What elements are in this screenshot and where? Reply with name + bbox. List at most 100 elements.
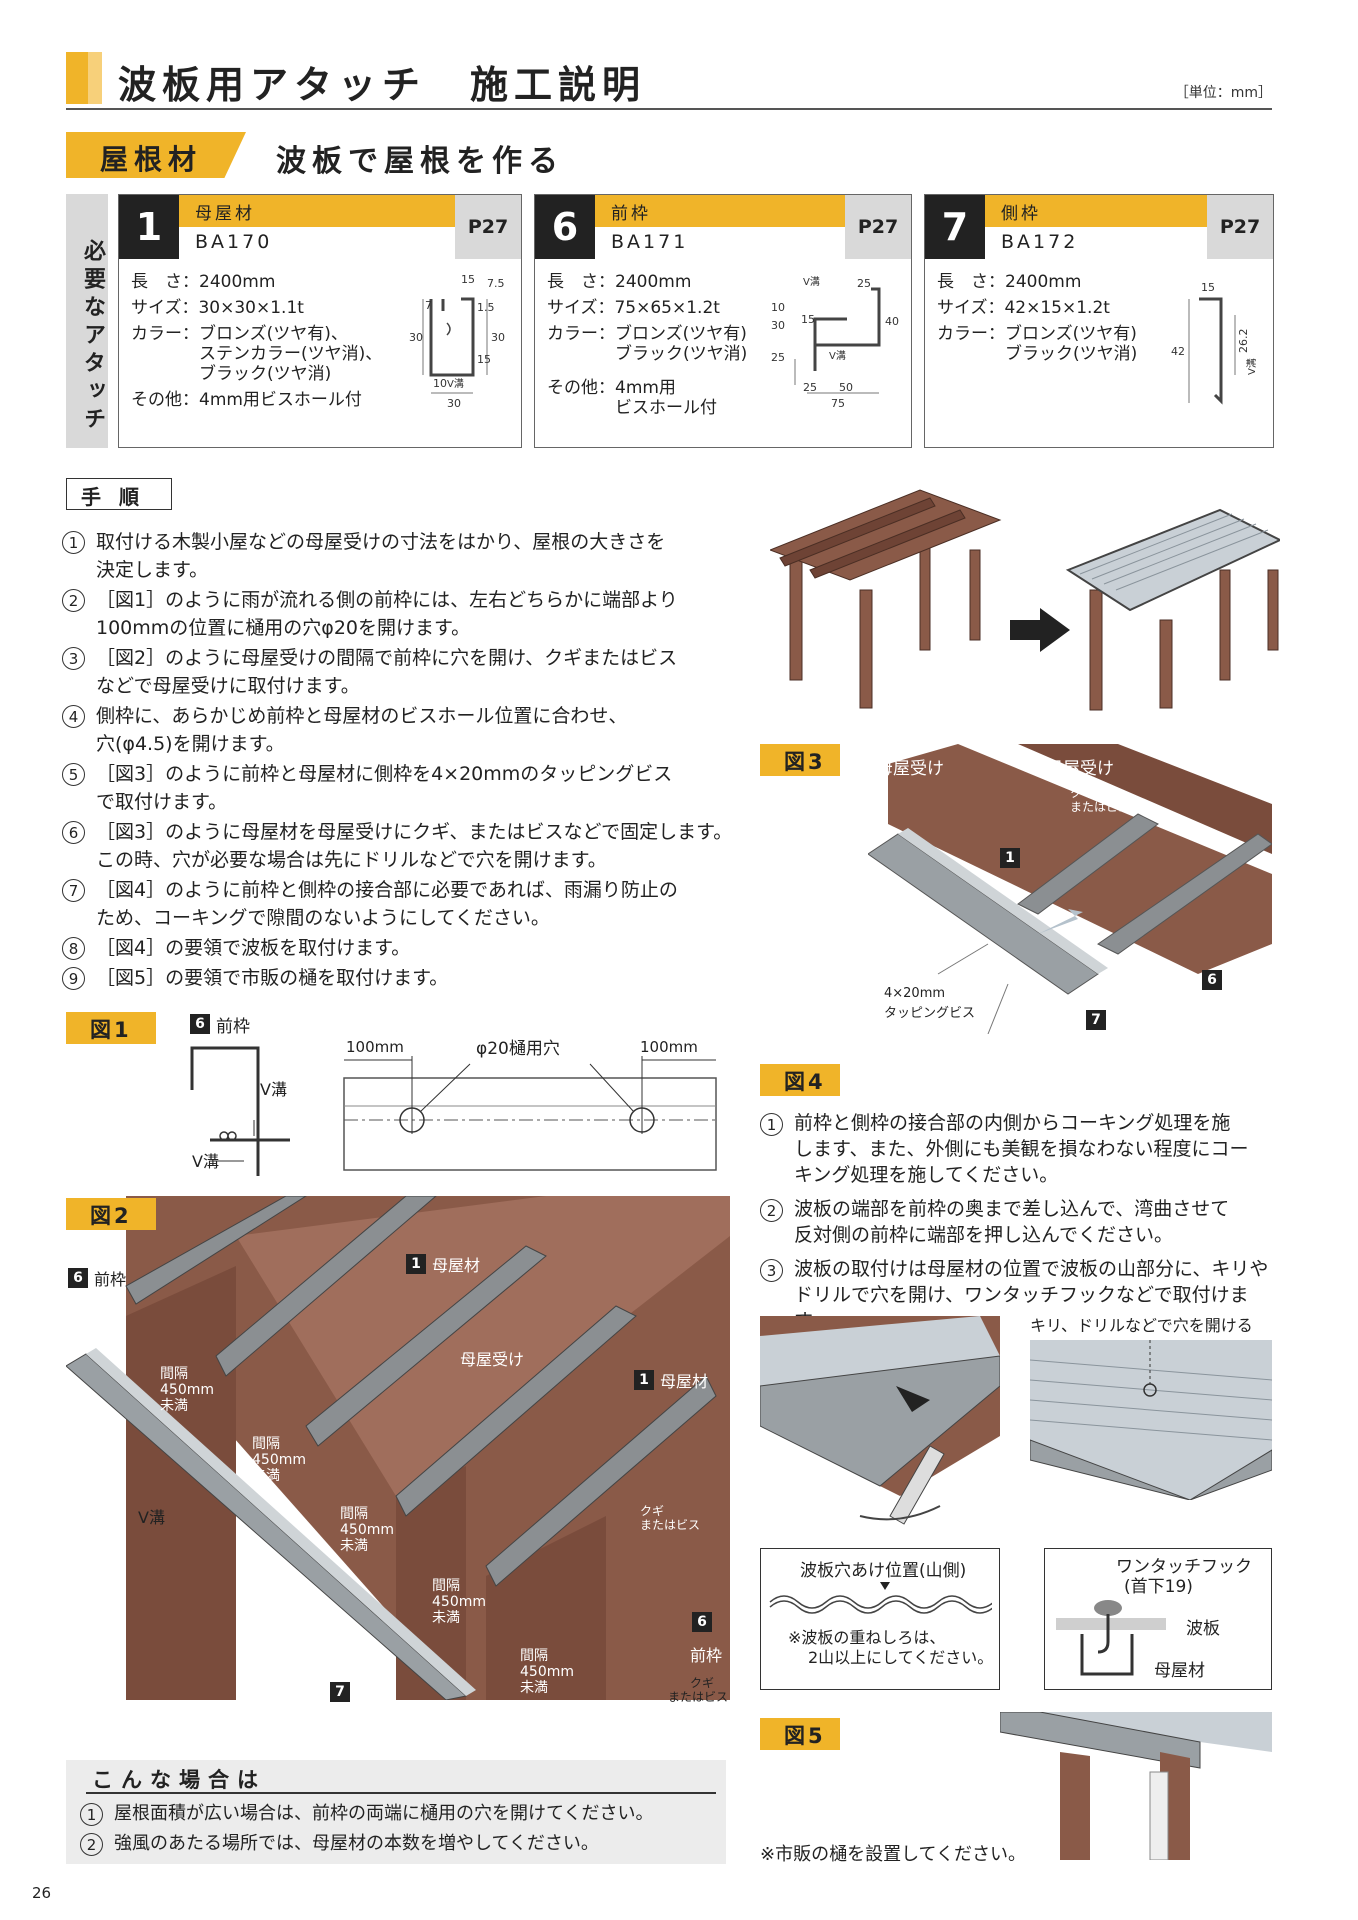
svg-text:25: 25 xyxy=(771,351,785,364)
fig4-drill-note: キリ、ドリルなどで穴を開ける xyxy=(1030,1316,1253,1335)
part-page-ref: P27 xyxy=(845,195,911,259)
fig4-hook-sheet-label: 波板 xyxy=(1186,1619,1220,1639)
svg-text:15: 15 xyxy=(801,313,815,326)
pergola-before-after-illustration xyxy=(770,489,1280,711)
step-7: 7［図4］のように前枠と側枠の接合部に必要であれば、雨漏り防止のため、コーキング… xyxy=(62,876,742,932)
svg-text:50: 50 xyxy=(839,381,853,394)
svg-text:30: 30 xyxy=(409,331,423,344)
title-accent-bar xyxy=(66,52,102,104)
fig5-note: ※市販の樋を設置してください。 xyxy=(760,1844,1027,1865)
part-page-ref: P27 xyxy=(1207,195,1273,259)
fig2-label-side-frame: 側枠 xyxy=(356,1662,389,1681)
part-specs: 長 さ：2400mm サイズ：30×30×1.1t カラー：ブロンズ(ツヤ有)、… xyxy=(131,272,383,410)
svg-text:10: 10 xyxy=(433,377,447,390)
fig3-label-tapping-screw: タッピングビス xyxy=(884,1006,976,1021)
svg-text:10: 10 xyxy=(771,301,785,314)
fig2-label-purlin-1: 母屋材 xyxy=(432,1256,481,1275)
fig1-vgroove-label-2: V溝 xyxy=(192,1152,219,1171)
svg-text:7: 7 xyxy=(425,299,432,312)
part-specs: 長 さ：2400mm サイズ：75×65×1.2t カラー：ブロンズ(ツヤ有) … xyxy=(547,272,748,418)
part1-section-drawing: 15 7.5 7 1.5 30 30 15 10 V溝 30 xyxy=(409,273,505,409)
fig3-part-badge-1: 1 xyxy=(1000,848,1020,868)
page-title: 波板用アタッチ 施工説明 xyxy=(118,63,647,107)
svg-text:25: 25 xyxy=(803,381,817,394)
fig2-badge-front-2: 6 xyxy=(692,1612,712,1632)
fig3-label-receiver-1: 母屋受け xyxy=(876,759,944,779)
fig4-hook-box xyxy=(1044,1548,1272,1690)
procedure-heading: 手順 xyxy=(66,478,172,510)
fig4-tag: 図4 xyxy=(760,1064,840,1096)
fig4-corrugated-sheet-profile xyxy=(769,1582,992,1614)
fig4-hook-purlin-label: 母屋材 xyxy=(1154,1661,1205,1681)
fig5-tag: 図5 xyxy=(760,1718,840,1750)
fig2-illustration xyxy=(66,1196,730,1700)
part-code: BA171 xyxy=(611,231,689,253)
fig4-hook-title-2: (首下19) xyxy=(1124,1577,1193,1597)
step-3: 3［図2］のように母屋受けの間隔で前枠に穴を開け、クギまたはビスなどで母屋受けに… xyxy=(62,644,742,700)
svg-text:V溝: V溝 xyxy=(829,349,846,362)
part-specs: 長 さ：2400mm サイズ：42×15×1.2t カラー：ブロンズ(ツヤ有) … xyxy=(937,272,1138,364)
fig3-tag: 図3 xyxy=(760,744,840,776)
svg-text:30: 30 xyxy=(491,331,505,344)
part-card-1: 1 母屋材 BA170 P27 長 さ：2400mm サイズ：30×30×1.1… xyxy=(118,194,522,448)
fig4-drilling-illustration xyxy=(1030,1340,1272,1500)
fig4-overlap-note-1: ※波板の重ねしろは、 xyxy=(788,1628,946,1647)
svg-text:1.5: 1.5 xyxy=(477,301,495,314)
fig2-label-front-frame: 前枠 xyxy=(94,1270,127,1289)
part-code: BA172 xyxy=(1001,231,1079,253)
fig2-tag: 図2 xyxy=(66,1198,156,1230)
svg-text:15: 15 xyxy=(461,273,475,286)
fig3-label-screw-size: 4×20mm xyxy=(884,986,946,1001)
fig4-hole-position-box xyxy=(760,1548,1000,1690)
part6-section-drawing: V溝 25 10 30 15 40 25 V溝 25 50 75 xyxy=(771,275,899,410)
part-code: BA170 xyxy=(195,231,273,253)
part-card-7: 7 側枠 BA172 P27 長 さ：2400mm サイズ：42×15×1.2t… xyxy=(924,194,1274,448)
fig1-part-badge: 6 xyxy=(190,1014,210,1034)
svg-text:40: 40 xyxy=(885,315,899,328)
step-9: 9［図5］の要領で市販の樋を取付けます。 xyxy=(62,964,742,992)
fig1-hole-label: φ20樋用穴 xyxy=(476,1039,560,1059)
fig1-vgroove-label-1: V溝 xyxy=(260,1080,287,1099)
part-card-6: 6 前枠 BA171 P27 長 さ：2400mm サイズ：75×65×1.2t… xyxy=(534,194,912,448)
fig4-overlap-note-2: 2山以上にしてください。 xyxy=(808,1648,994,1667)
fig2-badge-front: 6 xyxy=(68,1268,88,1288)
fig5-gutter-illustration xyxy=(1000,1712,1272,1860)
svg-text:V溝: V溝 xyxy=(803,275,820,288)
section-subtitle: 波板で屋根を作る xyxy=(276,144,564,179)
step-6: 6［図3］のように母屋材を母屋受けにクギ、またはビスなどで固定します。この時、穴… xyxy=(62,818,742,874)
fig4-caulking-illustration xyxy=(760,1316,1000,1525)
part-page-ref: P27 xyxy=(455,195,521,259)
fig3-part-badge-6: 6 xyxy=(1202,970,1222,990)
fig2-label-purlin-2: 母屋材 xyxy=(660,1372,709,1391)
fig2-label-nail-b: クギ xyxy=(690,1676,715,1690)
fig2-badge-purlin-2: 1 xyxy=(634,1370,654,1390)
step-8: 8［図4］の要領で波板を取付けます。 xyxy=(62,934,742,962)
title-divider xyxy=(66,108,1272,110)
fig1-part-name: 前枠 xyxy=(216,1017,250,1037)
fig3-illustration xyxy=(868,744,1272,1034)
part-number: 6 xyxy=(535,195,595,259)
fig2-label-or-screw: またはビス xyxy=(640,1518,701,1532)
part-number: 7 xyxy=(925,195,985,259)
fig3-label-or-screw: またはビス xyxy=(1070,800,1131,814)
required-parts-label: 必要なアタッチ xyxy=(66,194,108,448)
fig3-label-nail: クギ xyxy=(1070,786,1095,800)
svg-text:V溝: V溝 xyxy=(447,377,464,390)
tips-title: こんな場合は xyxy=(92,1768,266,1792)
fig2-badge-purlin-1: 1 xyxy=(406,1254,426,1274)
fig4-hook-title-1: ワンタッチフック xyxy=(1116,1557,1252,1577)
fig2-badge-side: 7 xyxy=(330,1682,350,1702)
svg-text:15: 15 xyxy=(1201,281,1215,294)
